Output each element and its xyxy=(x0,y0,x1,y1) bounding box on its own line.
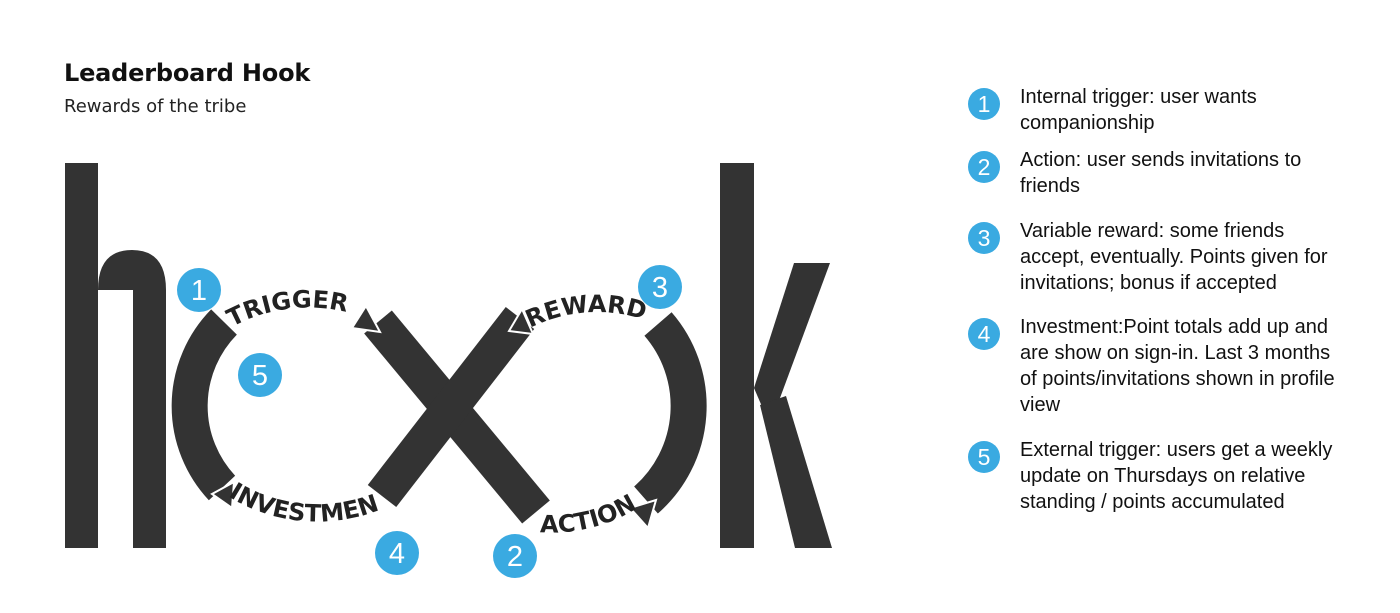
badge-external-trigger: 5 xyxy=(238,353,282,397)
reward-arrow-icon xyxy=(507,306,535,336)
investment-arrow-icon xyxy=(210,480,236,510)
infinity-loop xyxy=(171,306,707,524)
badge-trigger-number: 1 xyxy=(191,275,207,307)
loop-right-arc xyxy=(633,312,707,514)
badge-reward-number: 3 xyxy=(652,272,668,304)
legend-text-2: Action: user sends invitations to friend… xyxy=(1020,149,1302,197)
badge-investment-number: 4 xyxy=(389,538,405,570)
letter-k-stem xyxy=(720,163,754,548)
letter-h-arch xyxy=(98,250,166,548)
loop-arrows xyxy=(210,304,658,531)
letter-k xyxy=(720,163,832,548)
badge-reward: 3 xyxy=(638,265,682,309)
badge-action: 2 xyxy=(493,534,537,578)
stage-label-reward: REWARD xyxy=(521,290,649,333)
letter-h-stem xyxy=(65,163,98,548)
loop-left-arc xyxy=(171,309,238,501)
legend-badge-5: 5 xyxy=(968,441,1000,473)
page-title: Leaderboard Hook xyxy=(64,59,311,87)
trigger-arrow-icon xyxy=(350,304,382,334)
page-subtitle: Rewards of the tribe xyxy=(64,96,247,117)
legend-text-1: Internal trigger: user wants companionsh… xyxy=(1020,86,1257,134)
legend-badge-1: 1 xyxy=(968,88,1000,120)
badge-action-number: 2 xyxy=(507,541,523,573)
legend-badge-3: 3 xyxy=(968,222,1000,254)
stage-label-action: ACTION xyxy=(540,489,641,539)
loop-cross-up xyxy=(367,306,535,508)
legend-text-4: Investment:Point totals add up and are s… xyxy=(1020,316,1335,416)
badge-investment: 4 xyxy=(375,531,419,575)
legend-badge-2: 2 xyxy=(968,151,1000,183)
legend-badge-4: 4 xyxy=(968,318,1000,350)
legend-text-3: Variable reward: some friends accept, ev… xyxy=(1020,220,1328,294)
letter-k-lower-leg xyxy=(760,396,832,548)
badge-external-number: 5 xyxy=(252,360,268,392)
legend-text-5: External trigger: users get a weekly upd… xyxy=(1020,439,1333,513)
action-arrow-icon xyxy=(628,498,658,531)
badge-trigger: 1 xyxy=(177,268,221,312)
letter-h xyxy=(65,163,166,548)
stage-label-trigger: TRIGGER xyxy=(222,285,350,332)
letter-k-upper-arm xyxy=(754,263,830,425)
